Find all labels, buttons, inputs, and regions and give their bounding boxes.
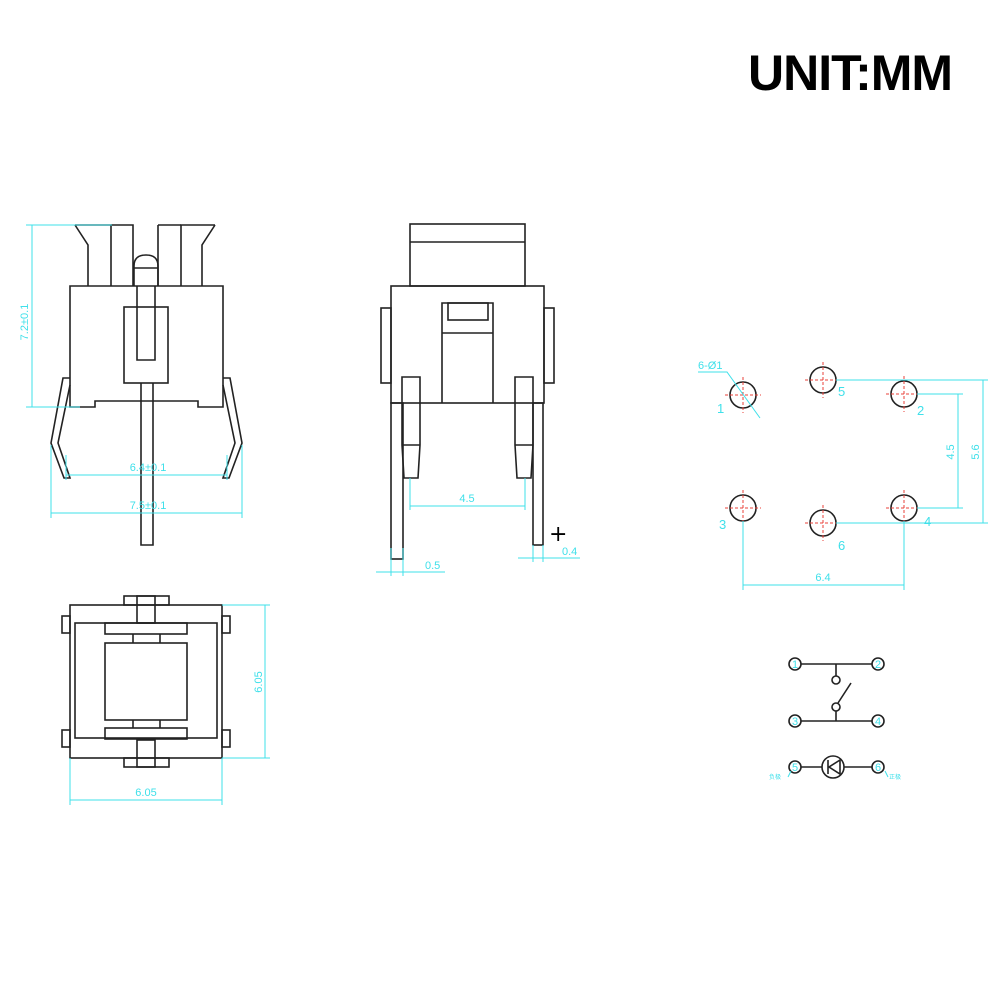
actuator-square — [104, 642, 188, 721]
right-leg — [221, 377, 243, 479]
top-height-dim: 6.05 — [253, 671, 265, 692]
top-view: 6.05 6.05 — [61, 595, 270, 805]
outer-vertical-dim: 5.6 — [970, 444, 982, 459]
inner-vertical-dim: 4.5 — [945, 444, 957, 459]
horizontal-dim: 6.4 — [815, 572, 830, 584]
node-label-1: 1 — [792, 659, 798, 671]
node-4 — [871, 714, 885, 728]
right-pin-dim: 0.4 — [562, 546, 577, 558]
front-view: 7.2±0.1 6.4±0.1 7.5±0.1 — [19, 224, 243, 546]
side-view: + 4.5 0.5 0.4 — [376, 223, 580, 576]
polarity-plus-mark: + — [549, 522, 567, 547]
circuit-schematic: 1 2 3 4 5 6 负极 正极 — [769, 657, 901, 781]
pin-label-5: 5 — [838, 384, 845, 399]
node-label-3: 3 — [792, 716, 798, 728]
led-dome — [133, 254, 159, 286]
pin-label-2: 2 — [917, 403, 924, 418]
node-1 — [788, 657, 802, 671]
left-pin — [390, 402, 404, 560]
node-label-4: 4 — [875, 716, 881, 728]
led-positive-label: 正极 — [889, 773, 901, 781]
pin-label-3: 3 — [719, 517, 726, 532]
pin-label-4: 4 — [924, 514, 931, 529]
left-pin-dim: 0.5 — [425, 560, 440, 572]
hole-3 — [725, 490, 761, 526]
node-5 — [788, 760, 802, 774]
hole-5 — [805, 362, 841, 398]
pin-label-1: 1 — [717, 401, 724, 416]
hole-6 — [805, 505, 841, 541]
left-leg — [50, 377, 72, 479]
right-pin — [532, 402, 544, 546]
post-spacing-dim: 4.5 — [459, 493, 474, 505]
led-symbol-icon — [821, 755, 845, 779]
node-6 — [871, 760, 885, 774]
node-label-2: 2 — [875, 659, 881, 671]
front-height-dim: 7.2±0.1 — [19, 304, 31, 341]
body-outline — [69, 285, 224, 408]
led-negative-label: 负极 — [769, 773, 781, 781]
node-label-5: 5 — [792, 762, 798, 774]
pin-label-6: 6 — [838, 538, 845, 553]
pcb-layout: 6-Ø1 1 2 3 4 5 6 4.5 5.6 6.4 — [698, 360, 988, 590]
hole-callout: 6-Ø1 — [698, 360, 722, 372]
top-width-dim: 6.05 — [135, 787, 156, 799]
front-inner-width-dim: 6.4±0.1 — [130, 462, 167, 474]
front-outer-width-dim: 7.5±0.1 — [130, 500, 167, 512]
node-label-6: 6 — [875, 762, 881, 774]
unit-title: UNIT:MM — [748, 45, 953, 101]
node-3 — [788, 714, 802, 728]
hole-4 — [886, 490, 922, 526]
node-2 — [871, 657, 885, 671]
